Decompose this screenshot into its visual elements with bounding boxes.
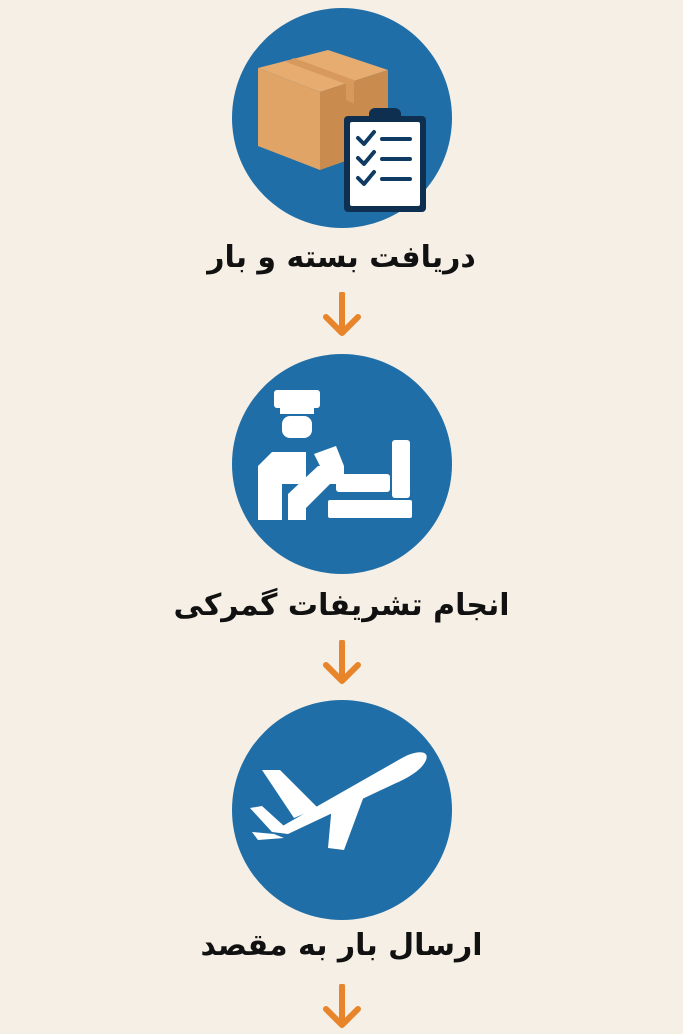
step-2-circle <box>232 354 452 574</box>
customs-officer-icon <box>258 390 412 520</box>
arrow-down-icon <box>321 639 363 686</box>
arrow-down-icon <box>321 291 363 338</box>
step-3-circle <box>232 700 452 920</box>
step-1-label: دریافت بسته و بار <box>207 240 476 275</box>
arrow-down-icon <box>321 983 363 1030</box>
airplane-icon <box>250 752 427 850</box>
step-3-label: ارسال بار به مقصد <box>200 928 483 963</box>
step-2-label: انجام تشریفات گمرکی <box>173 588 510 623</box>
step-1-circle <box>232 8 452 228</box>
package-with-checklist-icon <box>258 50 426 212</box>
